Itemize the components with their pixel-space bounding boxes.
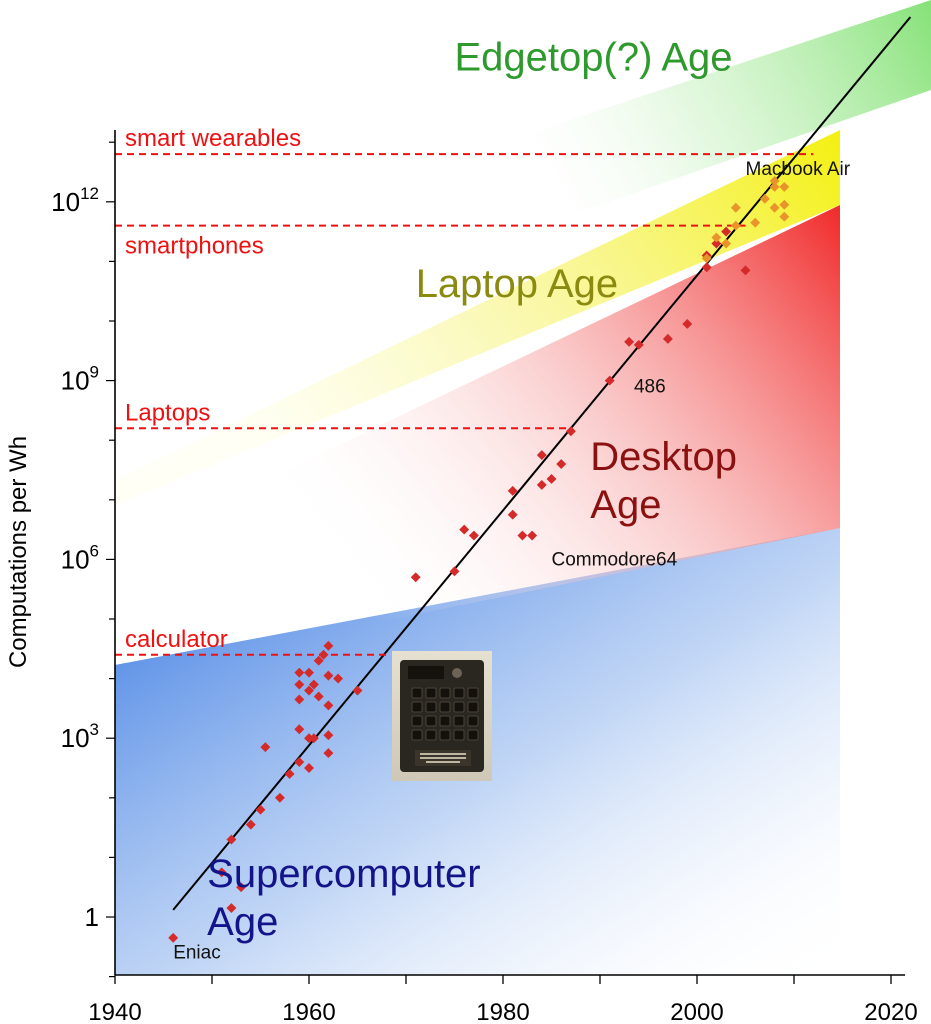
y-tick-exponent: 12 <box>80 184 99 203</box>
threshold-label: smart wearables <box>125 125 301 152</box>
y-tick-base: 10 <box>61 723 90 753</box>
age-label: Laptop Age <box>416 262 618 306</box>
y-tick-exponent: 3 <box>90 720 99 739</box>
y-tick-label: 106 <box>61 541 99 574</box>
point-annotation: Eniac <box>173 943 221 964</box>
x-tick-label: 1940 <box>88 999 141 1024</box>
y-tick-base: 1 <box>85 902 99 932</box>
point-annotation: 486 <box>634 377 666 398</box>
x-tick-label: 1980 <box>476 999 529 1024</box>
y-axis-label: Computations per Wh <box>5 436 32 668</box>
y-tick-label: 1 <box>85 902 99 932</box>
age-label: Edgetop(?) Age <box>455 36 733 80</box>
y-ticks: 11031061091012 <box>51 142 115 976</box>
y-tick-base: 10 <box>51 187 80 217</box>
threshold-label: Laptops <box>125 399 210 426</box>
y-tick-label: 109 <box>61 363 99 396</box>
point-annotation: Commodore64 <box>552 549 678 570</box>
threshold-label: calculator <box>125 626 228 653</box>
point-annotation: Macbook Air <box>746 159 851 180</box>
x-ticks: 1940 1960 1980 2000 2020 <box>88 975 917 1024</box>
age-label: Desktop <box>590 435 737 479</box>
x-tick-label: 1960 <box>282 999 335 1024</box>
age-label: Age <box>207 900 278 944</box>
x-tick-label: 2000 <box>670 999 723 1024</box>
calculator-photo <box>392 651 492 781</box>
y-tick-exponent: 9 <box>90 363 99 382</box>
y-tick-exponent: 6 <box>90 541 99 560</box>
threshold-label: smartphones <box>125 233 264 260</box>
y-tick-base: 10 <box>61 544 90 574</box>
y-tick-label: 1012 <box>51 184 99 217</box>
age-label: Age <box>590 483 661 527</box>
y-tick-base: 10 <box>61 366 90 396</box>
y-tick-label: 103 <box>61 720 99 753</box>
age-label: Supercomputer <box>207 852 480 896</box>
x-tick-label: 2020 <box>864 999 917 1024</box>
